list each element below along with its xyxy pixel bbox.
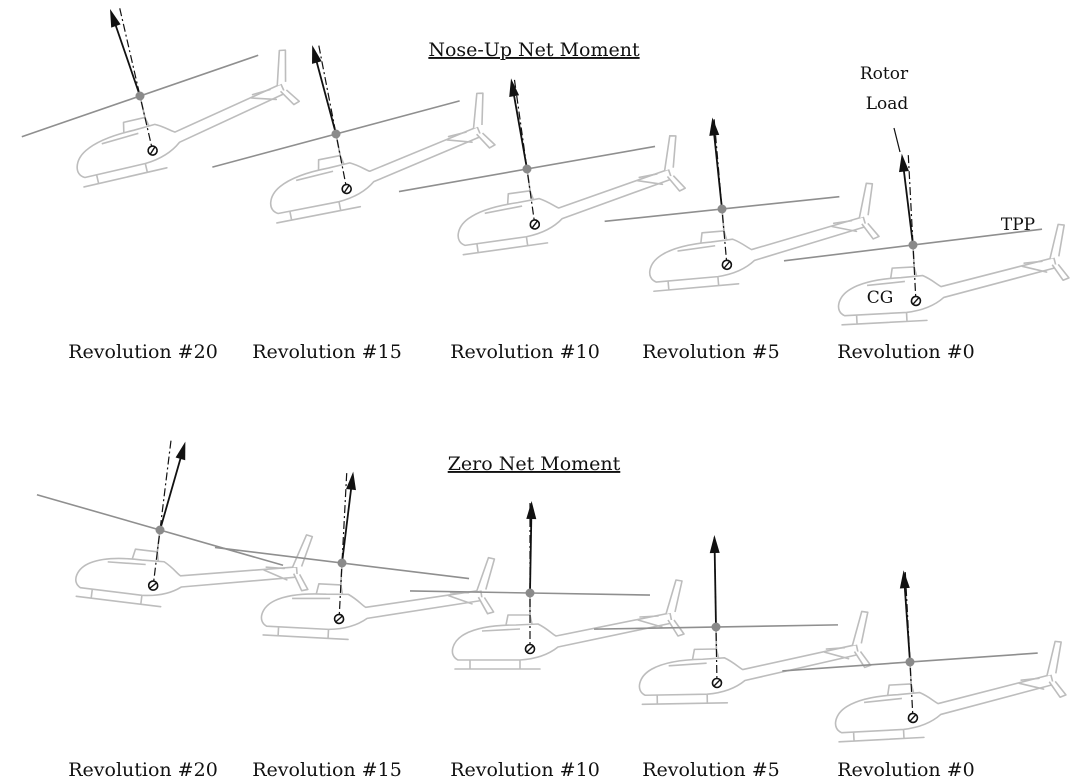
rotor-hub [905, 657, 915, 667]
rotor-load-arrow [159, 454, 183, 531]
rotor-load-arrow [341, 485, 353, 564]
rotor-load-label: Load [866, 94, 909, 114]
rotor-load-arrow [712, 131, 723, 210]
arrowhead-icon [526, 501, 537, 520]
arrowhead-icon [709, 535, 720, 554]
revolution-label: Revolution #10 [450, 759, 600, 781]
rotor-hub [155, 525, 165, 535]
arrowhead-icon [709, 117, 720, 136]
cg-marker-icon [907, 712, 919, 724]
arrowhead-icon [175, 441, 186, 461]
panel-title-nose-up: Nose-Up Net Moment [428, 39, 640, 61]
rotor-load-leader-line [893, 127, 901, 153]
reference-axis-line [713, 119, 728, 267]
revolution-label: Revolution #15 [252, 341, 402, 363]
rotor-load-arrow [314, 58, 337, 135]
rotor-load-arrow [903, 584, 911, 663]
cg-marker-icon [147, 145, 158, 156]
cg-marker-icon [147, 580, 159, 591]
reference-axis-line [338, 473, 348, 621]
cg-label: CG [867, 288, 894, 308]
cg-marker-icon [524, 643, 536, 655]
arrowhead-icon [346, 471, 356, 491]
helicopter-rev-0-top [783, 153, 1070, 326]
revolution-label: Revolution #20 [68, 341, 218, 363]
helicopter-rev-10-bottom [410, 501, 685, 670]
helicopter-rev-5-bottom [594, 535, 873, 706]
rotor-load-label: Rotor [860, 64, 909, 84]
rotor-load-arrow [902, 167, 914, 246]
reference-axis-line [904, 572, 914, 720]
revolution-label: Revolution #15 [252, 759, 402, 781]
revolution-label: Revolution #0 [837, 759, 974, 781]
reference-axis-line [713, 537, 718, 686]
helicopter-rev-0-bottom [782, 570, 1069, 743]
helicopter-rev-15-bottom [214, 471, 498, 648]
cg-marker-icon [910, 295, 922, 307]
arrowhead-icon [899, 570, 910, 589]
rotor-hub [525, 588, 535, 598]
arrowhead-icon [110, 9, 121, 28]
revolution-label: Revolution #10 [450, 341, 600, 363]
reference-axis-line [152, 440, 172, 588]
rotor-hub [908, 240, 918, 250]
rotor-hub [522, 164, 532, 174]
arrowhead-icon [312, 45, 322, 64]
helicopter-rev-20-bottom [36, 440, 316, 626]
rotor-hub [711, 622, 721, 632]
revolution-label: Revolution #5 [642, 759, 779, 781]
panel-title-zero: Zero Net Moment [448, 453, 621, 475]
reference-axis-line [907, 155, 917, 303]
helicopter-rev-20-top [21, 8, 308, 189]
tpp-label: TPP [1001, 215, 1035, 235]
arrowhead-icon [899, 153, 909, 173]
reference-axis-line [119, 8, 154, 153]
helicopter-rev-10-top [398, 78, 691, 256]
rotor-hub [337, 558, 347, 568]
revolution-label: Revolution #20 [68, 759, 218, 781]
rotor-load-arrow [113, 21, 141, 97]
revolution-label: Revolution #5 [642, 341, 779, 363]
helicopter-rev-5-top [604, 117, 883, 293]
rotor-load-arrow [713, 548, 717, 628]
cg-marker-icon [333, 613, 345, 625]
reference-axis-line [318, 45, 348, 192]
arrowhead-icon [509, 78, 520, 97]
rotor-load-arrow [512, 92, 528, 170]
rotor-load-arrow [529, 514, 533, 594]
cg-marker-icon [721, 259, 733, 271]
helicopter-rev-15-top [212, 45, 503, 225]
rotor-hub [331, 129, 341, 139]
revolution-label: Revolution #0 [837, 341, 974, 363]
reference-axis-line [513, 79, 536, 227]
rotor-hub [717, 204, 727, 214]
cg-marker-icon [711, 677, 723, 689]
cg-marker-icon [341, 183, 352, 195]
cg-marker-icon [529, 219, 541, 230]
rotor-hub [135, 91, 145, 101]
